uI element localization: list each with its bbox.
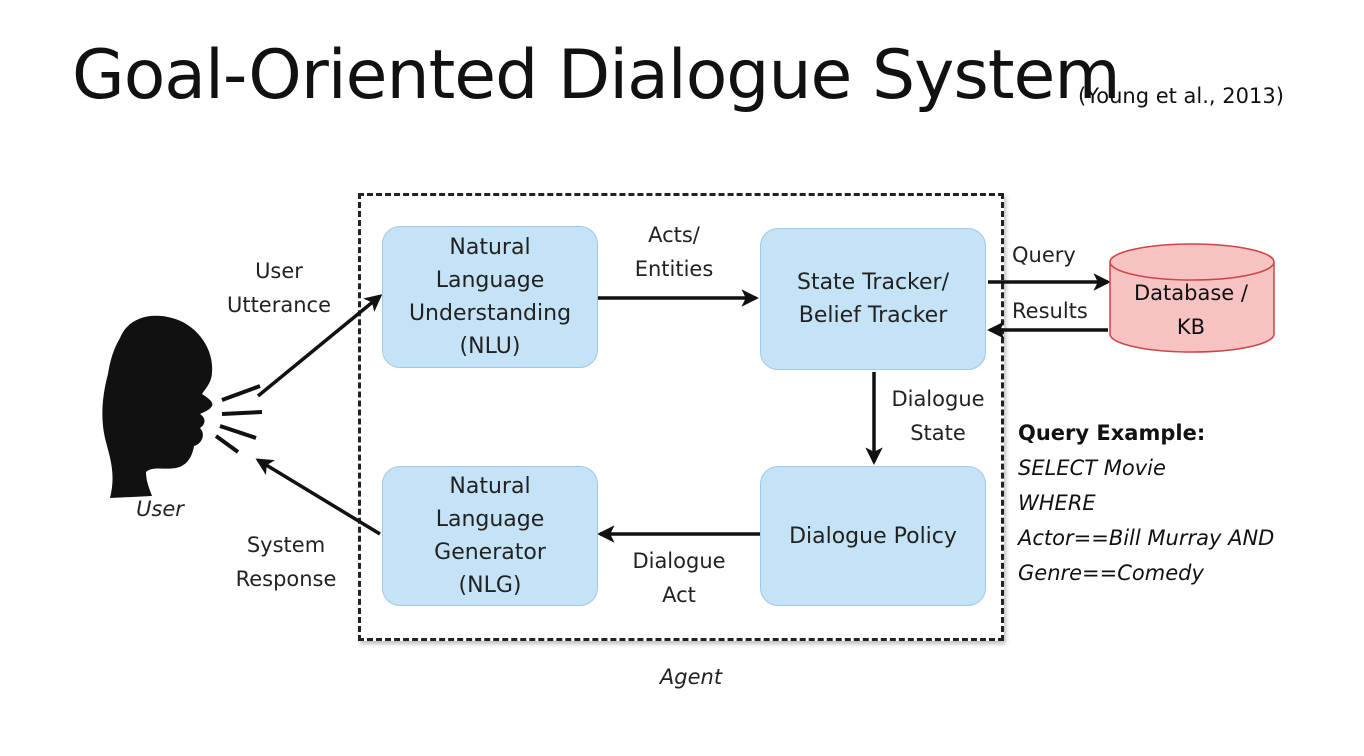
citation: (Young et al., 2013) xyxy=(1078,84,1284,108)
query-example-heading: Query Example: xyxy=(1018,421,1206,445)
diagram-title: Goal-Oriented Dialogue System xyxy=(72,36,1121,115)
query-example-line: Actor==Bill Murray AND xyxy=(1018,526,1275,550)
state-tracker-box: State Tracker/ Belief Tracker xyxy=(760,228,986,370)
user-head-icon xyxy=(102,315,263,498)
database-icon xyxy=(1109,243,1275,353)
nlu-box: Natural Language Understanding (NLU) xyxy=(382,226,598,368)
dialogue-act-label: Dialogue Act xyxy=(632,549,726,607)
query-example-line: Genre==Comedy xyxy=(1018,561,1204,585)
query-example-line: WHERE xyxy=(1018,491,1096,515)
user-label: User xyxy=(136,497,184,521)
system-response-label: System Response xyxy=(235,533,337,591)
arrow-nlg-to-user xyxy=(255,458,381,536)
agent-boundary xyxy=(358,193,1004,641)
results-label: Results xyxy=(1012,299,1088,323)
database-label: Database / KB xyxy=(1134,281,1248,339)
query-example: Query Example: SELECT Movie WHERE Actor=… xyxy=(1018,416,1274,591)
dialogue-state-label: Dialogue State xyxy=(891,387,985,445)
user-utterance-label: User Utterance xyxy=(226,259,332,317)
arrow-user-to-nlu xyxy=(256,294,383,398)
agent-label: Agent xyxy=(659,665,723,689)
query-example-line: SELECT Movie xyxy=(1018,456,1166,480)
query-label: Query xyxy=(1012,243,1076,267)
nlg-box: Natural Language Generator (NLG) xyxy=(382,466,598,606)
dialogue-policy-box: Dialogue Policy xyxy=(760,466,986,606)
acts-entities-label: Acts/ Entities xyxy=(634,223,714,281)
